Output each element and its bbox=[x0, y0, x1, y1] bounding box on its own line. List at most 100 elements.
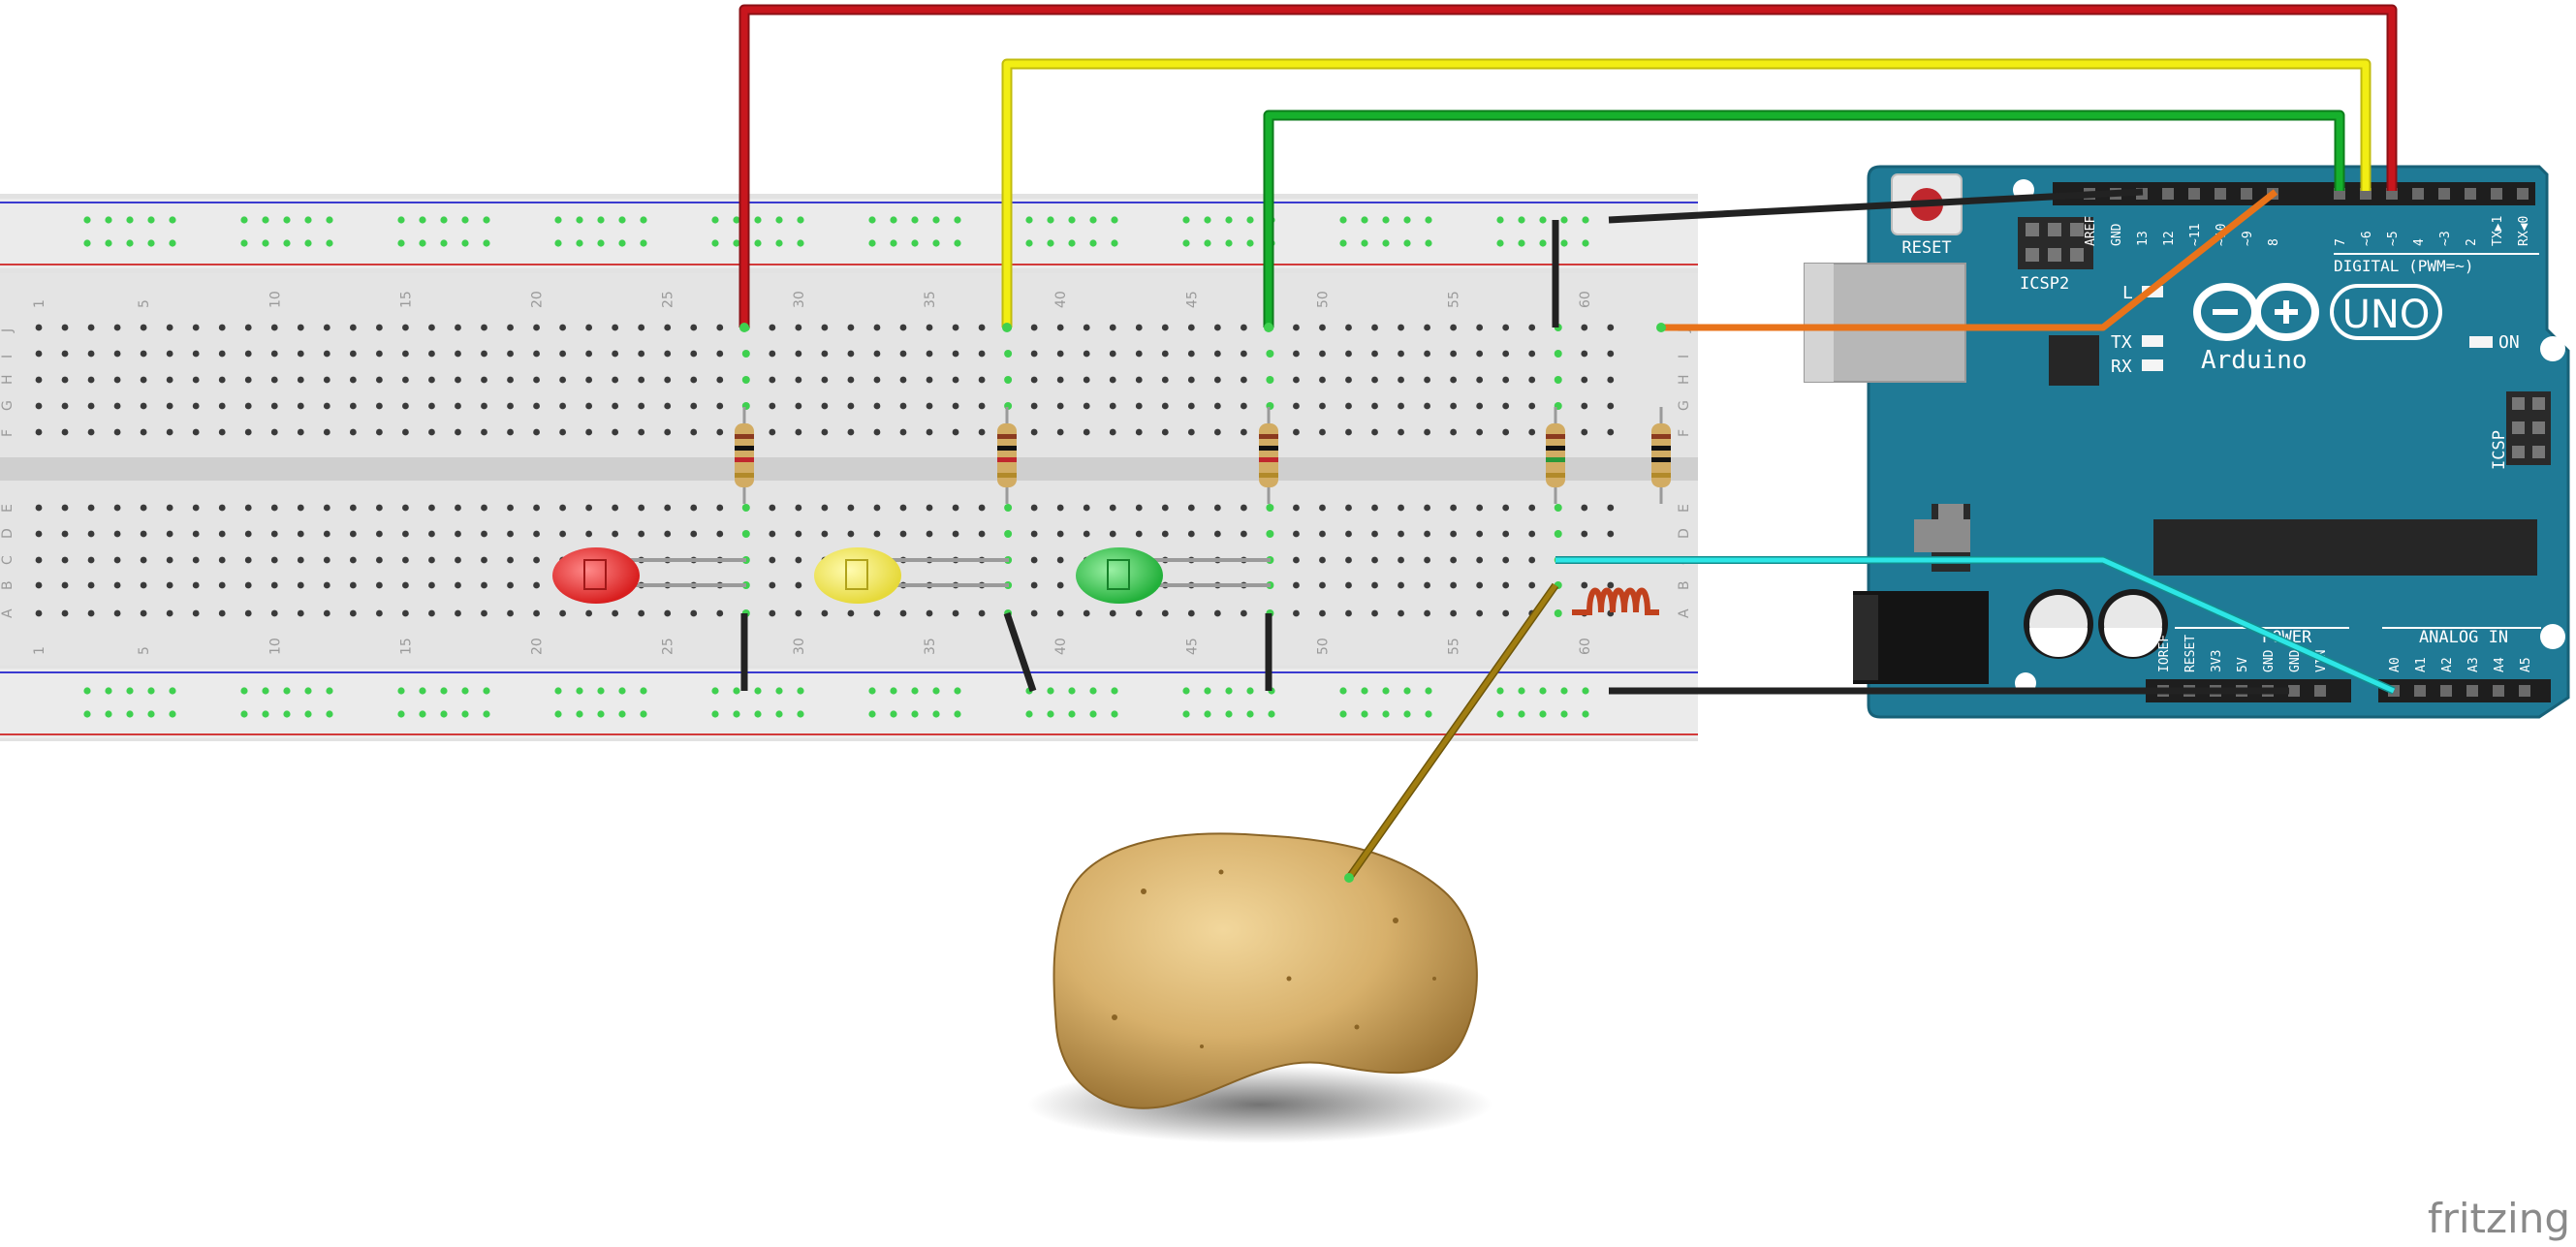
breadboard-hole bbox=[690, 376, 698, 384]
breadboard-hole bbox=[192, 428, 200, 436]
breadboard-hole bbox=[716, 376, 724, 384]
breadboard-hole bbox=[297, 556, 304, 564]
breadboard-hole bbox=[899, 402, 907, 410]
breadboard-hole bbox=[664, 350, 672, 358]
coil-component[interactable] bbox=[1572, 587, 1659, 615]
breadboard-hole bbox=[35, 581, 43, 589]
power-rail-hole bbox=[326, 239, 333, 247]
power-rail-hole bbox=[1339, 239, 1347, 247]
green-led[interactable] bbox=[1076, 547, 1271, 604]
breadboard-hole bbox=[140, 530, 147, 538]
breadboard-hole bbox=[716, 504, 724, 512]
breadboard-hole bbox=[297, 402, 304, 410]
power-rail-hole bbox=[775, 710, 783, 718]
breadboard-hole bbox=[61, 581, 69, 589]
power-rail-hole bbox=[240, 216, 248, 224]
power-rail-hole bbox=[283, 687, 291, 695]
breadboard-hole bbox=[323, 581, 330, 589]
breadboard-hole bbox=[978, 609, 986, 617]
column-number: 40 bbox=[1053, 291, 1069, 308]
resistor-sensor-pulldown[interactable] bbox=[1546, 407, 1565, 504]
breadboard-hole bbox=[1581, 376, 1588, 384]
breadboard-hole bbox=[638, 609, 645, 617]
power-rail-hole bbox=[1268, 710, 1275, 718]
breadboard-hole bbox=[926, 504, 933, 512]
power-rail-hole bbox=[1496, 239, 1504, 247]
breadboard-hole bbox=[1109, 376, 1116, 384]
breadboard-hole bbox=[1135, 376, 1143, 384]
breadboard-hole bbox=[113, 609, 121, 617]
breadboard-hole bbox=[1030, 402, 1038, 410]
power-rail-hole bbox=[576, 239, 583, 247]
breadboard-hole bbox=[585, 609, 593, 617]
power-rail-hole bbox=[1382, 216, 1390, 224]
breadboard-hole bbox=[1424, 428, 1430, 436]
breadboard-hole bbox=[402, 324, 409, 331]
resistor-red-led[interactable] bbox=[735, 407, 754, 504]
breadboard-hole bbox=[455, 556, 461, 564]
column-number: 45 bbox=[1184, 291, 1200, 308]
resistor-green-led[interactable] bbox=[1259, 407, 1278, 504]
row-letter: B bbox=[1677, 580, 1692, 590]
breadboard-hole bbox=[1450, 350, 1458, 358]
breadboard-hole bbox=[113, 556, 121, 564]
breadboard-hole bbox=[61, 556, 69, 564]
breadboard-hole bbox=[349, 581, 357, 589]
power-rail-hole bbox=[1539, 687, 1547, 695]
breadboard-hole bbox=[559, 530, 566, 538]
resistor-5v-divider[interactable] bbox=[1651, 407, 1671, 504]
power-rail-hole bbox=[1403, 710, 1411, 718]
breadboard-hole bbox=[795, 324, 802, 331]
breadboard-hole bbox=[1030, 324, 1038, 331]
breadboard-hole bbox=[1554, 504, 1562, 512]
breadboard-hole bbox=[1528, 530, 1536, 538]
breadboard-hole bbox=[297, 581, 304, 589]
row-letter: B bbox=[0, 580, 16, 590]
yellow-led[interactable] bbox=[814, 547, 1009, 604]
breadboard-hole bbox=[455, 581, 461, 589]
breadboard-hole bbox=[1581, 350, 1588, 358]
breadboard-hole bbox=[1319, 609, 1326, 617]
uno-badge bbox=[2330, 284, 2442, 340]
breadboard-hole bbox=[87, 504, 95, 512]
breadboard-hole bbox=[533, 504, 540, 512]
breadboard-hole bbox=[297, 350, 304, 358]
breadboard-hole bbox=[455, 609, 461, 617]
breadboard-hole bbox=[1345, 609, 1352, 617]
breadboard-hole bbox=[1607, 428, 1615, 436]
breadboard-hole bbox=[1424, 581, 1430, 589]
breadboard-hole bbox=[1528, 581, 1536, 589]
breadboard-hole bbox=[1293, 581, 1300, 589]
red-led[interactable] bbox=[552, 547, 746, 604]
power-rail-hole bbox=[126, 710, 134, 718]
breadboard-hole bbox=[1187, 428, 1195, 436]
wires bbox=[738, 4, 2398, 883]
breadboard-hole bbox=[1240, 428, 1247, 436]
column-number: 55 bbox=[1447, 291, 1462, 308]
breadboard-hole bbox=[1476, 350, 1484, 358]
breadboard-hole bbox=[1371, 609, 1378, 617]
breadboard-hole bbox=[481, 350, 487, 358]
breadboard-hole bbox=[741, 350, 750, 358]
resistor-yellow-led[interactable] bbox=[997, 407, 1017, 504]
digital-pin-label: GND bbox=[2110, 223, 2124, 246]
breadboard-hole bbox=[35, 428, 43, 436]
breadboard-hole bbox=[481, 504, 487, 512]
breadboard-hole bbox=[507, 350, 514, 358]
breadboard-hole bbox=[899, 324, 907, 331]
power-rail-hole bbox=[326, 710, 333, 718]
breadboard-hole bbox=[1554, 530, 1562, 538]
breadboard-hole bbox=[87, 350, 95, 358]
power-rail-hole bbox=[711, 239, 719, 247]
breadboard-hole bbox=[873, 376, 881, 384]
breadboard-hole bbox=[1476, 376, 1484, 384]
power-rail-hole bbox=[1204, 239, 1211, 247]
header-pin bbox=[2466, 685, 2478, 697]
header-pin bbox=[2517, 188, 2529, 200]
breadboard-hole bbox=[1476, 504, 1484, 512]
power-rail-hole bbox=[597, 216, 605, 224]
breadboard-hole bbox=[1398, 556, 1404, 564]
l-label: L bbox=[2122, 283, 2133, 303]
breadboard-hole bbox=[428, 324, 435, 331]
breadboard-hole bbox=[1371, 324, 1378, 331]
